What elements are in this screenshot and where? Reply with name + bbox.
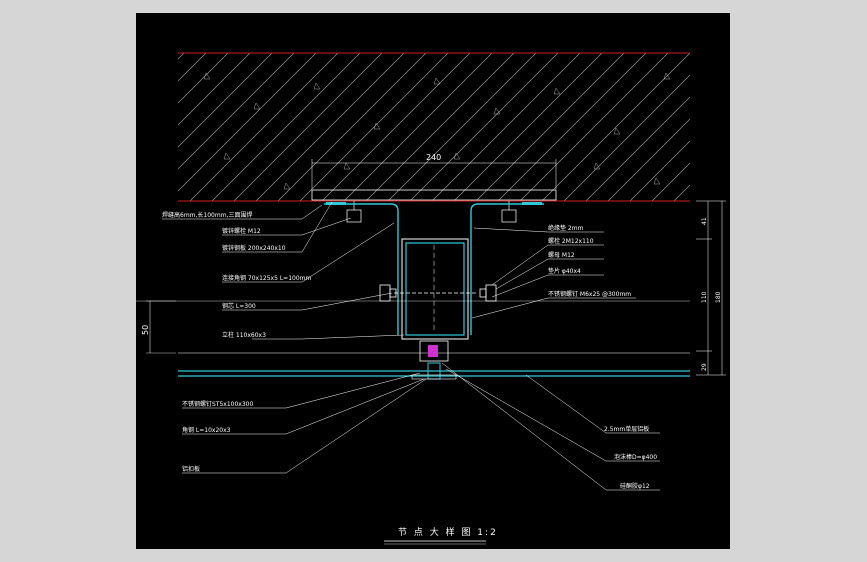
detail-drawing: 240 — [136, 52, 726, 545]
dimension-50: 50 — [141, 300, 176, 354]
label-column: 立柱 110x60x3 — [222, 331, 266, 339]
drawing-title-text: 节 点 大 样 图 1:2 — [398, 526, 498, 538]
label-steel-plate: 镀锌钢板 200x240x10 — [222, 244, 286, 252]
dimension-41-text: 41 — [701, 217, 708, 225]
dimension-right — [696, 200, 726, 376]
connection-angles — [324, 202, 544, 335]
label-angle-steel: 角钢 L=10x20x3 — [182, 426, 231, 434]
label-aluminium-single: 2.5mm单层铝板 — [604, 425, 649, 433]
label-bolt-m12: 镀锌螺栓 M12 — [222, 227, 261, 235]
label-ss-screw: 不锈钢螺钉ST5x100x300 — [182, 400, 253, 408]
embedded-plate — [311, 189, 557, 201]
label-insulation-pad: 绝缘垫 2mm — [548, 224, 584, 232]
label-ss-screw-m6: 不锈钢螺钉 M6x25 @300mm — [548, 290, 631, 298]
label-core: 钢芯 L=300 — [222, 302, 256, 310]
joint-sealant — [411, 340, 457, 380]
drawing-sheet: 240 — [136, 13, 730, 549]
drawing-title: 节 点 大 样 图 1:2 — [384, 526, 498, 545]
dimension-110-text: 110 — [701, 291, 708, 303]
dimension-240-text: 240 — [426, 153, 441, 162]
label-nut: 螺母 M12 — [548, 251, 575, 259]
label-connection-angle: 连接角钢 70x125x5 L=100mm — [222, 274, 311, 282]
label-washer: 垫片 φ40x4 — [548, 267, 581, 275]
label-bolt-2m12: 螺栓 2M12x110 — [548, 237, 594, 245]
leaders-right — [441, 227, 660, 491]
label-foam-rod: 泡沫棒D=φ400 — [614, 453, 657, 461]
leaders-left — [162, 201, 427, 474]
label-silicone: 硅酮胶φ12 — [620, 482, 650, 490]
dimension-180-text: 180 — [715, 291, 722, 303]
dimension-240: 240 — [311, 153, 557, 189]
anchor-bolts — [346, 201, 517, 223]
column-tube — [394, 238, 476, 340]
concrete-slab — [178, 52, 690, 202]
label-weld: 焊缝高6mm,长100mm,三面围焊 — [162, 211, 252, 219]
label-aluminium-panel: 铝扣板 — [182, 465, 200, 473]
dimension-29-text: 29 — [701, 363, 708, 371]
dimension-50-text: 50 — [141, 325, 150, 335]
